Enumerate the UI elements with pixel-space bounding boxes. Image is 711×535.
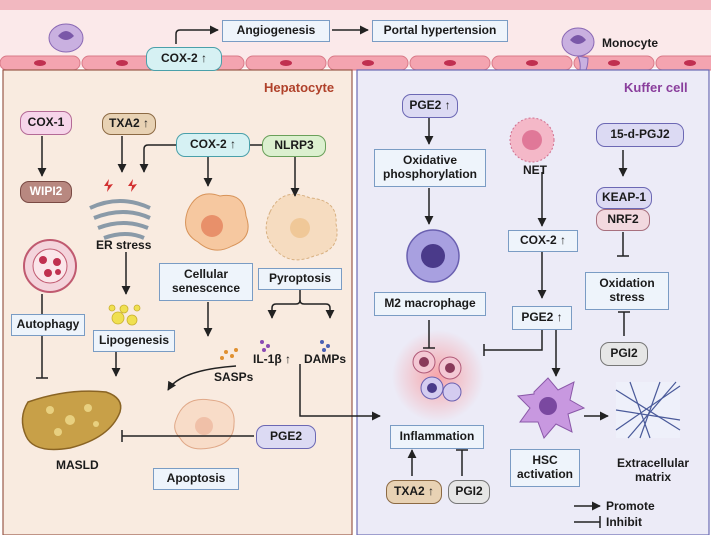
pgi2-right-node: PGI2	[600, 342, 648, 366]
lipogenesis-node: Lipogenesis	[93, 330, 175, 352]
sasps-particles-graphic	[220, 348, 238, 360]
cellular-senescence-node: Cellular senescence	[159, 263, 253, 301]
hepatocyte-pge2-node: PGE2	[256, 425, 316, 449]
il1b-label: IL-1β ↑	[253, 352, 291, 366]
autophagy-node: Autophagy	[11, 314, 85, 336]
angiogenesis-node: Angiogenesis	[222, 20, 330, 42]
keap1-node: KEAP-1	[596, 187, 652, 209]
inhibit-lines	[36, 232, 630, 528]
oxidation-stress-node: Oxidation stress	[585, 272, 669, 310]
txa2-node: TXA2 ↑	[102, 113, 156, 135]
pge2-top-node: PGE2 ↑	[402, 94, 458, 118]
pgi2-bottom-node: PGI2	[448, 480, 490, 504]
portal-hypertension-node: Portal hypertension	[372, 20, 508, 42]
autophagosome-graphic	[23, 239, 77, 293]
legend-promote-label: Promote	[606, 499, 655, 513]
blood-vessel	[0, 0, 711, 71]
senescent-cell-graphic	[185, 193, 249, 251]
apoptosis-node: Apoptosis	[153, 468, 239, 490]
extracellular-matrix-label: Extracellular matrix	[616, 456, 690, 484]
hsc-graphic	[516, 377, 586, 439]
liver-graphic	[21, 390, 122, 451]
damps-label: DAMPs	[304, 352, 347, 366]
hsc-activation-node: HSC activation	[510, 449, 580, 487]
monocyte-cell-left	[48, 23, 84, 53]
vessel-cox2-node: COX-2 ↑	[146, 47, 222, 71]
inflammation-node: Inflammation	[390, 425, 484, 449]
monocyte-label: Monocyte	[602, 36, 659, 50]
nlrp3-node: NLRP3	[262, 135, 326, 157]
il1b-particles-graphic	[260, 340, 270, 352]
cox1-node: COX-1	[20, 111, 72, 135]
wipi2-node: WIPI2	[20, 181, 72, 203]
kuffer-txa2-node: TXA2 ↑	[386, 480, 442, 504]
pyroptosis-node: Pyroptosis	[258, 268, 342, 290]
er-stress-label: ER stress	[96, 238, 152, 252]
net-graphic	[509, 117, 555, 163]
legend-inhibit-label: Inhibit	[606, 515, 642, 529]
hepatocyte-title: Hepatocyte	[264, 80, 335, 95]
kuffer-cox2-node: COX-2 ↑	[508, 230, 578, 252]
endoplasmic-reticulum-graphic	[89, 199, 151, 240]
damps-particles-graphic	[320, 340, 330, 352]
apoptotic-cell-graphic	[174, 398, 235, 450]
masld-label: MASLD	[56, 458, 99, 472]
net-label: NET	[523, 163, 547, 177]
pge2-mid-node: PGE2 ↑	[512, 306, 572, 330]
nrf2-node: NRF2	[596, 209, 650, 231]
m2-macrophage-graphic	[406, 229, 460, 283]
sasps-label: SASPs	[214, 370, 254, 384]
inflammation-graphic	[392, 330, 484, 422]
oxidative-phosphorylation-node: Oxidative phosphorylation	[374, 149, 486, 187]
extracellular-matrix-graphic	[615, 381, 681, 439]
promote-arrows	[37, 25, 628, 511]
kuffer-title: Kuffer cell	[624, 80, 688, 95]
lightning-icon	[104, 179, 137, 192]
m2-macrophage-node: M2 macrophage	[374, 292, 486, 316]
pyroptotic-cell-graphic	[265, 193, 338, 261]
lipid-droplets-graphic	[108, 304, 141, 326]
hepatocyte-cox2-node: COX-2 ↑	[176, 133, 250, 157]
15d-pgj2-node: 15-d-PGJ2	[596, 123, 684, 147]
